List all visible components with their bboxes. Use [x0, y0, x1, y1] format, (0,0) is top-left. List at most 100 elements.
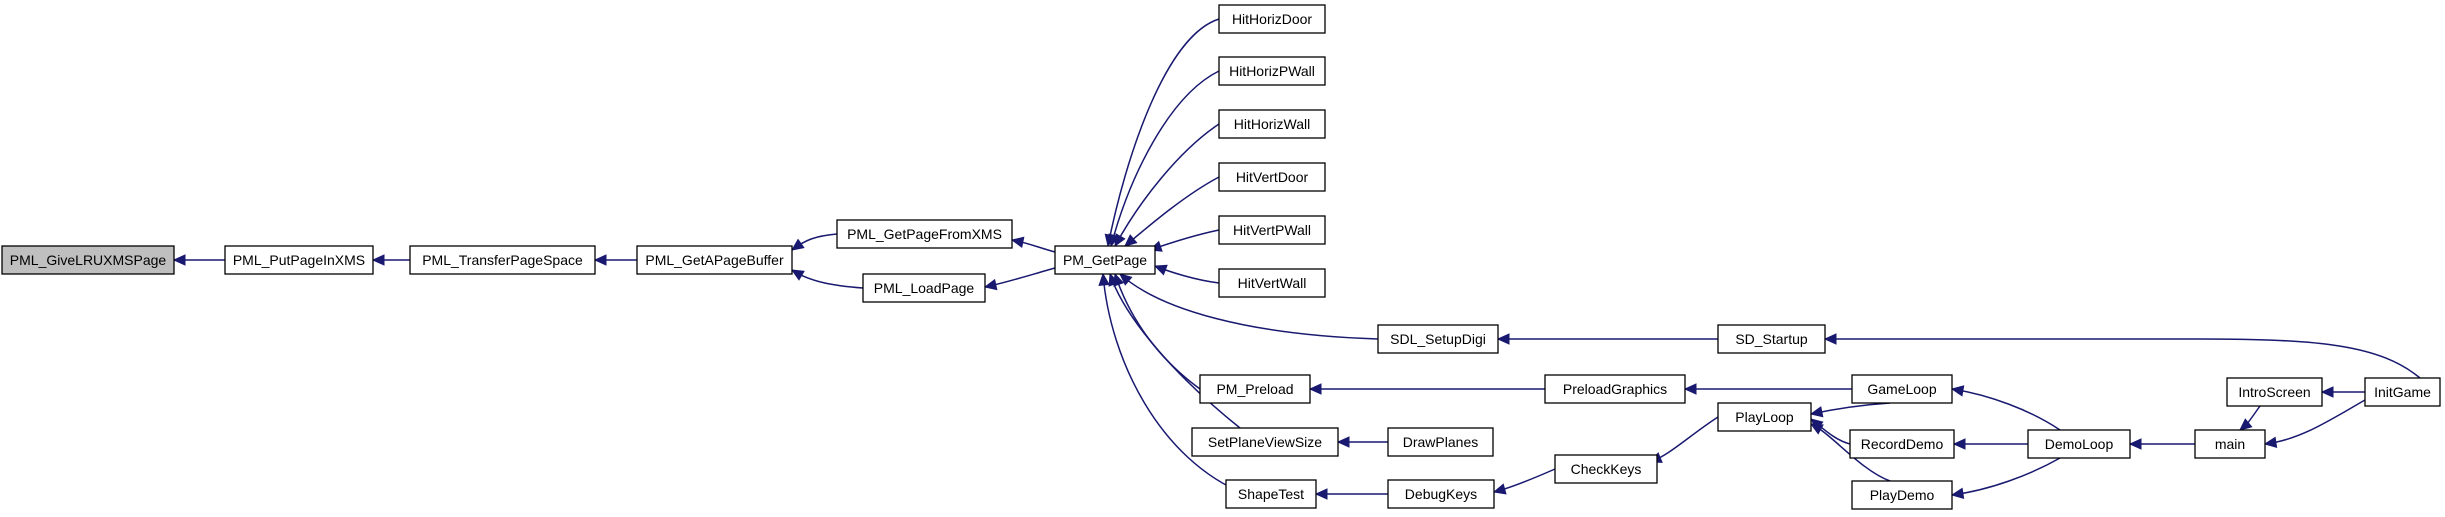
node-gameloop[interactable]: GameLoop [1851, 374, 1953, 404]
edge-line [1649, 416, 1719, 463]
node-sd-startup[interactable]: SD_Startup [1717, 324, 1826, 354]
arrowhead [172, 254, 186, 266]
node-box [1387, 427, 1494, 457]
edge-preloadgraphics-to-pm-preload [1308, 383, 1545, 395]
node-label: IntroScreen [2238, 384, 2310, 400]
node-recorddemo[interactable]: RecordDemo [1849, 429, 1955, 459]
node-drawplanes[interactable]: DrawPlanes [1387, 427, 1494, 457]
node-label: PML_LoadPage [874, 280, 975, 296]
edge-pm-getpage-to-pml-getpagefromxms [1010, 236, 1056, 253]
node-label: PML_TransferPageSpace [422, 252, 583, 268]
nodes-layer: PML_GiveLRUXMSPage PML_PutPageInXMS PML_Tr… [1, 4, 2441, 510]
node-setplaneviewsize[interactable]: SetPlaneViewSize [1191, 427, 1339, 457]
edge-demoloop-to-gameloop [1950, 385, 2061, 431]
node-pml-getapagebuffer[interactable]: PML_GetAPageBuffer [636, 245, 793, 275]
node-hithorizdoor[interactable]: HitHorizDoor [1218, 4, 1326, 34]
node-label: CheckKeys [1571, 461, 1642, 477]
node-hitvertwall[interactable]: HitVertWall [1218, 268, 1326, 298]
arrowhead [2239, 418, 2253, 431]
node-label: PM_GetPage [1063, 252, 1147, 268]
edge-line [1107, 18, 1220, 247]
edge-hitvertdoor-to-pm-getpage [1124, 176, 1220, 247]
arrowhead [1823, 333, 1837, 345]
edge-demoloop-to-playdemo [1950, 457, 2061, 500]
arrowhead [593, 254, 607, 266]
node-box [862, 273, 986, 303]
edge-playloop-to-checkkeys [1648, 416, 1719, 463]
edge-line [1124, 176, 1220, 247]
node-label: PlayDemo [1870, 487, 1935, 503]
node-label: HitVertWall [1238, 275, 1307, 291]
node-box [1377, 324, 1499, 354]
node-pml-loadpage[interactable]: PML_LoadPage [862, 273, 986, 303]
edge-gameloop-to-preloadgraphics [1683, 383, 1852, 395]
arrowhead [371, 254, 385, 266]
node-label: PreloadGraphics [1563, 381, 1667, 397]
node-main[interactable]: main [2194, 429, 2266, 459]
node-pm-preload[interactable]: PM_Preload [1199, 374, 1311, 404]
node-hithorizpwall[interactable]: HitHorizPWall [1218, 56, 1326, 86]
edge-pml-getpagefromxms-to-pml-getapagebuffer [791, 233, 838, 251]
node-label: DebugKeys [1405, 486, 1477, 502]
node-box [224, 245, 374, 275]
node-box [409, 245, 596, 275]
node-pml-givelruxmspage[interactable]: PML_GiveLRUXMSPage [1, 245, 175, 275]
edge-line [1109, 273, 1241, 429]
edge-gameloop-to-playloop [1809, 402, 1891, 418]
node-debugkeys[interactable]: DebugKeys [1387, 479, 1495, 509]
arrowhead [1950, 487, 1965, 500]
node-box [1218, 109, 1326, 139]
node-hithorizwall[interactable]: HitHorizWall [1218, 109, 1326, 139]
node-pml-getpagefromxms[interactable]: PML_GetPageFromXMS [836, 219, 1013, 249]
node-pml-transferpagespace[interactable]: PML_TransferPageSpace [409, 245, 596, 275]
node-playloop[interactable]: PlayLoop [1717, 402, 1812, 432]
arrowhead [2320, 386, 2334, 398]
edge-introscreen-to-main [2239, 405, 2261, 431]
arrowhead [1124, 234, 1138, 247]
node-label: PML_GetPageFromXMS [847, 226, 1002, 242]
arrowhead [2128, 438, 2142, 450]
arrowhead [1950, 385, 1965, 397]
node-demoloop[interactable]: DemoLoop [2027, 429, 2131, 459]
arrowhead [1952, 438, 1966, 450]
edge-line [1119, 273, 1379, 340]
node-hitvertdoor[interactable]: HitVertDoor [1218, 162, 1326, 192]
arrowhead [1153, 264, 1168, 276]
edge-line [1825, 338, 2421, 379]
edge-demoloop-to-recorddemo [1952, 438, 2028, 450]
edge-pml-putpageinxms-to-pml-givelruxmspage [172, 254, 225, 266]
node-pml-putpageinxms[interactable]: PML_PutPageInXMS [224, 245, 374, 275]
arrowhead [791, 238, 805, 251]
node-box [1717, 402, 1812, 432]
edge-initgame-to-sd-startup [1823, 333, 2421, 379]
node-box [1225, 479, 1317, 509]
arrowhead [1314, 488, 1328, 500]
node-label: HitHorizPWall [1229, 63, 1315, 79]
node-label: DemoLoop [2045, 436, 2114, 452]
node-label: PML_GetAPageBuffer [645, 252, 784, 268]
node-box [1218, 56, 1326, 86]
node-label: HitHorizWall [1234, 116, 1310, 132]
node-box [1, 245, 175, 275]
node-box [636, 245, 793, 275]
node-pm-getpage[interactable]: PM_GetPage [1054, 245, 1156, 275]
node-box [1717, 324, 1826, 354]
node-box [836, 219, 1013, 249]
node-label: HitVertDoor [1236, 169, 1309, 185]
node-introscreen[interactable]: IntroScreen [2226, 377, 2323, 407]
node-shapetest[interactable]: ShapeTest [1225, 479, 1317, 509]
edge-hitvertpwall-to-pm-getpage [1148, 229, 1220, 252]
node-box [1199, 374, 1311, 404]
edge-pm-getpage-to-pml-loadpage [983, 267, 1056, 291]
edge-hitvertwall-to-pm-getpage [1153, 264, 1220, 284]
node-sdl-setupdigi[interactable]: SDL_SetupDigi [1377, 324, 1499, 354]
node-hitvertpwall[interactable]: HitVertPWall [1218, 215, 1326, 245]
edge-shapetest-to-pm-getpage [1098, 272, 1246, 495]
node-checkkeys[interactable]: CheckKeys [1554, 454, 1658, 484]
node-preloadgraphics[interactable]: PreloadGraphics [1544, 374, 1686, 404]
node-initgame[interactable]: InitGame [2364, 377, 2441, 407]
node-playdemo[interactable]: PlayDemo [1851, 480, 1953, 510]
edge-line [1114, 123, 1220, 247]
node-box [1054, 245, 1156, 275]
node-box [1387, 479, 1495, 509]
